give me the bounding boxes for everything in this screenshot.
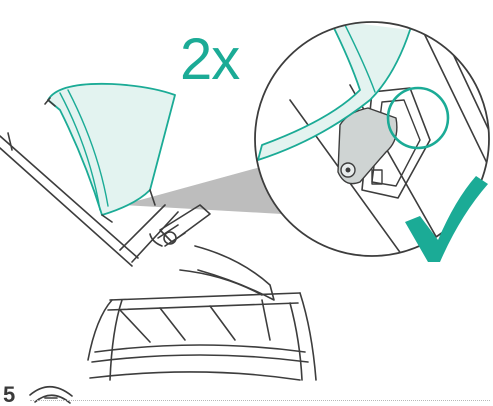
step-number: 5 xyxy=(3,382,16,406)
detail-callout xyxy=(254,21,490,257)
check-mark-icon xyxy=(405,176,488,262)
callout-connector xyxy=(122,165,282,214)
stroller-frame xyxy=(0,132,317,404)
count-label: 2x xyxy=(180,27,240,92)
canopy xyxy=(44,82,176,223)
step-divider xyxy=(30,400,490,401)
